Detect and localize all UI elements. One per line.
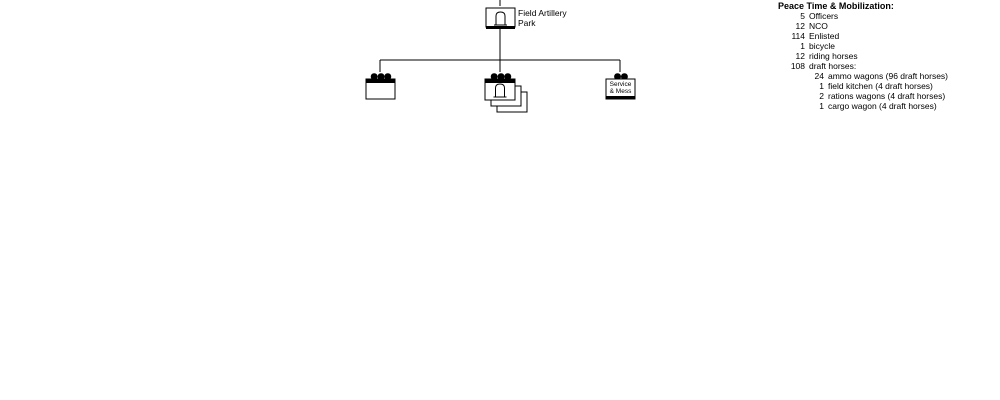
strength-label: field kitchen (4 draft horses): [828, 81, 933, 91]
field-artillery-icon: [493, 83, 507, 98]
strength-row: 12 NCO: [778, 21, 948, 31]
strength-label: ammo wagons (96 draft horses): [828, 71, 948, 81]
strength-count: 2: [819, 91, 824, 101]
strength-sub-row: 24 ammo wagons (96 draft horses): [778, 71, 948, 81]
service-mess-line2: & Mess: [610, 88, 632, 95]
service-mess-unit-symbol: ●● Service & Mess: [605, 72, 636, 100]
strength-count: 1: [819, 101, 824, 111]
strength-sub-row: 2 rations wagons (4 draft horses): [778, 91, 948, 101]
strength-row: 12 riding horses: [778, 51, 948, 61]
strength-count: 12: [795, 51, 805, 61]
hq-label: Field Artillery Park: [518, 8, 567, 28]
strength-label: Enlisted: [809, 31, 840, 41]
strength-row: 5 Officers: [778, 11, 948, 21]
strength-label: rations wagons (4 draft horses): [828, 91, 946, 101]
size-indicator-right: ●●: [614, 72, 629, 82]
strength-label: NCO: [809, 21, 828, 31]
strength-row: 114 Enlisted: [778, 31, 948, 41]
field-artillery-icon: [494, 11, 507, 26]
strength-sub-row: 1 field kitchen (4 draft horses): [778, 81, 948, 91]
strength-row: 1 bicycle: [778, 41, 948, 51]
strength-title: Peace Time & Mobilization:: [778, 1, 894, 11]
strength-label: bicycle: [809, 41, 835, 51]
strength-label: draft horses:: [809, 61, 857, 71]
strength-count: 12: [795, 21, 805, 31]
hq-label-line2: Park: [518, 18, 536, 28]
strength-label: Officers: [809, 11, 839, 21]
blank-unit-symbol: ●●●: [365, 72, 396, 100]
size-indicator-left: ●●●: [370, 72, 392, 82]
strength-label: cargo wagon (4 draft horses): [828, 101, 937, 111]
strength-count: 5: [800, 11, 805, 21]
hq-label-line1: Field Artillery: [518, 8, 567, 18]
strength-count: 24: [814, 71, 824, 81]
strength-count: 108: [790, 61, 805, 71]
strength-count: 114: [791, 31, 805, 41]
strength-count: 1: [819, 81, 824, 91]
strength-row: 108 draft horses:: [778, 61, 948, 71]
hq-unit-symbol: [485, 7, 516, 29]
stacked-artillery-units: ●●●: [484, 72, 528, 113]
strength-count: 1: [800, 41, 805, 51]
strength-label: riding horses: [809, 51, 858, 61]
service-mess-line1: Service: [610, 81, 632, 88]
strength-sub-row: 1 cargo wagon (4 draft horses): [778, 101, 948, 111]
size-indicator-center: ●●●: [490, 72, 512, 82]
